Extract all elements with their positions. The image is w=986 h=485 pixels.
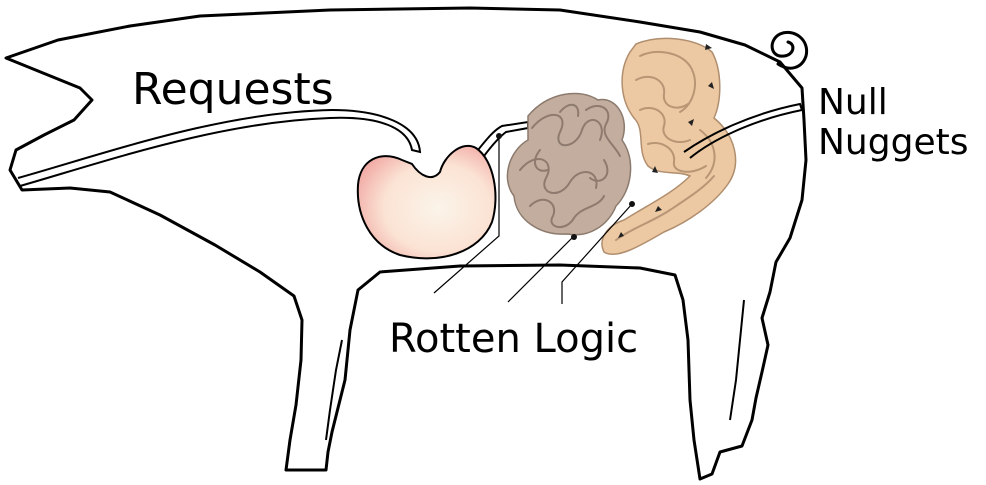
rotten-logic-leader-lines xyxy=(433,136,633,304)
hind-leg-detail xyxy=(729,299,745,421)
null-nuggets-label: Null Nuggets xyxy=(818,82,969,164)
rotten-logic-label: Rotten Logic xyxy=(389,316,639,362)
stomach xyxy=(356,145,497,260)
null-nuggets-word-1: Null xyxy=(818,82,888,123)
leader-dot-stomach xyxy=(496,133,502,139)
leader-dot-small-intestine xyxy=(571,234,577,240)
esophagus xyxy=(17,108,422,187)
leader-dot-colon xyxy=(629,201,635,207)
pig-tail xyxy=(770,31,809,70)
null-nuggets-word-2: Nuggets xyxy=(818,122,969,164)
front-leg-detail xyxy=(325,339,343,441)
requests-label: Requests xyxy=(132,64,334,115)
small-intestine xyxy=(506,92,632,236)
rectum xyxy=(683,102,804,159)
large-intestine xyxy=(601,37,737,256)
